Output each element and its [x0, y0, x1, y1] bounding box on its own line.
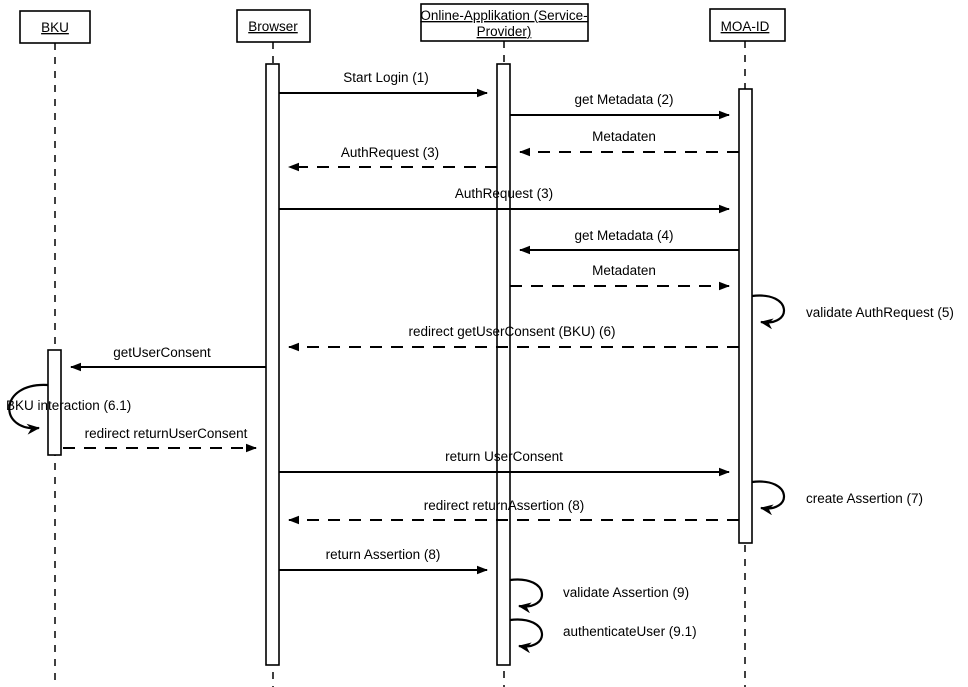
activation-bar-bku	[47, 349, 62, 456]
lifeline-header-sp[interactable]: Online-Applikation (Service- Provider)	[420, 3, 589, 42]
message-label-return-userconsent: return UserConsent	[445, 449, 563, 464]
self-message-validate-authrequest: validate AuthRequest (5)	[751, 294, 954, 330]
lifeline-label-bku: BKU	[41, 20, 69, 35]
message-label-metadaten-2: Metadaten	[592, 263, 656, 278]
self-message-create-assertion: create Assertion (7)	[751, 480, 923, 516]
lifeline-box-moaid[interactable]	[709, 8, 786, 42]
message-label-get-metadata-2: get Metadata (2)	[574, 92, 673, 107]
lifeline-label-sp-line2: Provider)	[477, 24, 532, 39]
self-message-label-bku-interaction: BKU interaction (6.1)	[6, 398, 131, 413]
message-get-metadata-4: get Metadata (4)	[519, 228, 739, 255]
message-authrequest-3-to-moaid: AuthRequest (3)	[279, 186, 730, 214]
message-label-metadaten-1: Metadaten	[592, 129, 656, 144]
activation-bar-moaid	[738, 88, 753, 544]
activation-bar-sp	[496, 63, 511, 666]
message-label-redirect-getuserconsent: redirect getUserConsent (BKU) (6)	[408, 324, 615, 339]
message-redirect-returnassertion: redirect returnAssertion (8)	[288, 498, 739, 525]
message-label-authrequest-3-to-moaid: AuthRequest (3)	[455, 186, 553, 201]
self-loop-arc-validate-assertion	[509, 578, 544, 614]
lifeline-header-bku[interactable]: BKU	[19, 10, 91, 44]
message-authrequest-3-to-browser: AuthRequest (3)	[288, 145, 497, 172]
self-message-bku-interaction: BKU interaction (6.1)	[6, 383, 131, 435]
self-loop-arc-validate-authrequest	[751, 294, 786, 330]
lifeline-box-sp[interactable]	[420, 3, 589, 42]
lifeline-header-browser[interactable]: Browser	[236, 9, 311, 43]
message-redirect-returnuserconsent: redirect returnUserConsent	[63, 426, 257, 453]
self-message-label-validate-authrequest: validate AuthRequest (5)	[806, 305, 954, 320]
message-redirect-getuserconsent: redirect getUserConsent (BKU) (6)	[288, 324, 739, 352]
lifeline-box-bku[interactable]	[19, 10, 91, 44]
message-getuserconsent: getUserConsent	[70, 345, 266, 372]
message-label-authrequest-3-to-browser: AuthRequest (3)	[341, 145, 439, 160]
message-get-metadata-2: get Metadata (2)	[510, 92, 730, 120]
message-label-start-login: Start Login (1)	[343, 70, 429, 85]
self-loop-arc-create-assertion	[751, 480, 786, 516]
message-start-login: Start Login (1)	[279, 70, 488, 98]
message-label-get-metadata-4: get Metadata (4)	[574, 228, 673, 243]
self-message-label-validate-assertion: validate Assertion (9)	[563, 585, 689, 600]
lifeline-label-sp-line1: Online-Applikation (Service-	[420, 8, 587, 23]
self-message-label-create-assertion: create Assertion (7)	[806, 491, 923, 506]
message-metadaten-2: Metadaten	[510, 263, 730, 291]
message-label-getuserconsent: getUserConsent	[113, 345, 211, 360]
self-message-validate-assertion: validate Assertion (9)	[509, 578, 689, 614]
message-return-userconsent: return UserConsent	[279, 449, 730, 477]
message-label-redirect-returnuserconsent: redirect returnUserConsent	[85, 426, 248, 441]
message-return-assertion: return Assertion (8)	[279, 547, 488, 575]
activation-bars	[47, 63, 753, 666]
lifeline-header-moaid[interactable]: MOA-ID	[709, 8, 786, 42]
message-metadaten-1: Metadaten	[519, 129, 739, 157]
lifeline-label-browser: Browser	[248, 19, 298, 34]
message-label-return-assertion: return Assertion (8)	[326, 547, 441, 562]
self-message-label-authenticate-user: authenticateUser (9.1)	[563, 624, 697, 639]
self-message-authenticate-user: authenticateUser (9.1)	[509, 618, 697, 654]
self-loop-arc-authenticate-user	[509, 618, 544, 654]
lifeline-box-browser[interactable]	[236, 9, 311, 43]
message-label-redirect-returnassertion: redirect returnAssertion (8)	[424, 498, 585, 513]
activation-bar-browser	[265, 63, 280, 666]
self-loop-arc-bku-interaction	[8, 383, 49, 435]
lifeline-label-moaid: MOA-ID	[721, 19, 770, 34]
